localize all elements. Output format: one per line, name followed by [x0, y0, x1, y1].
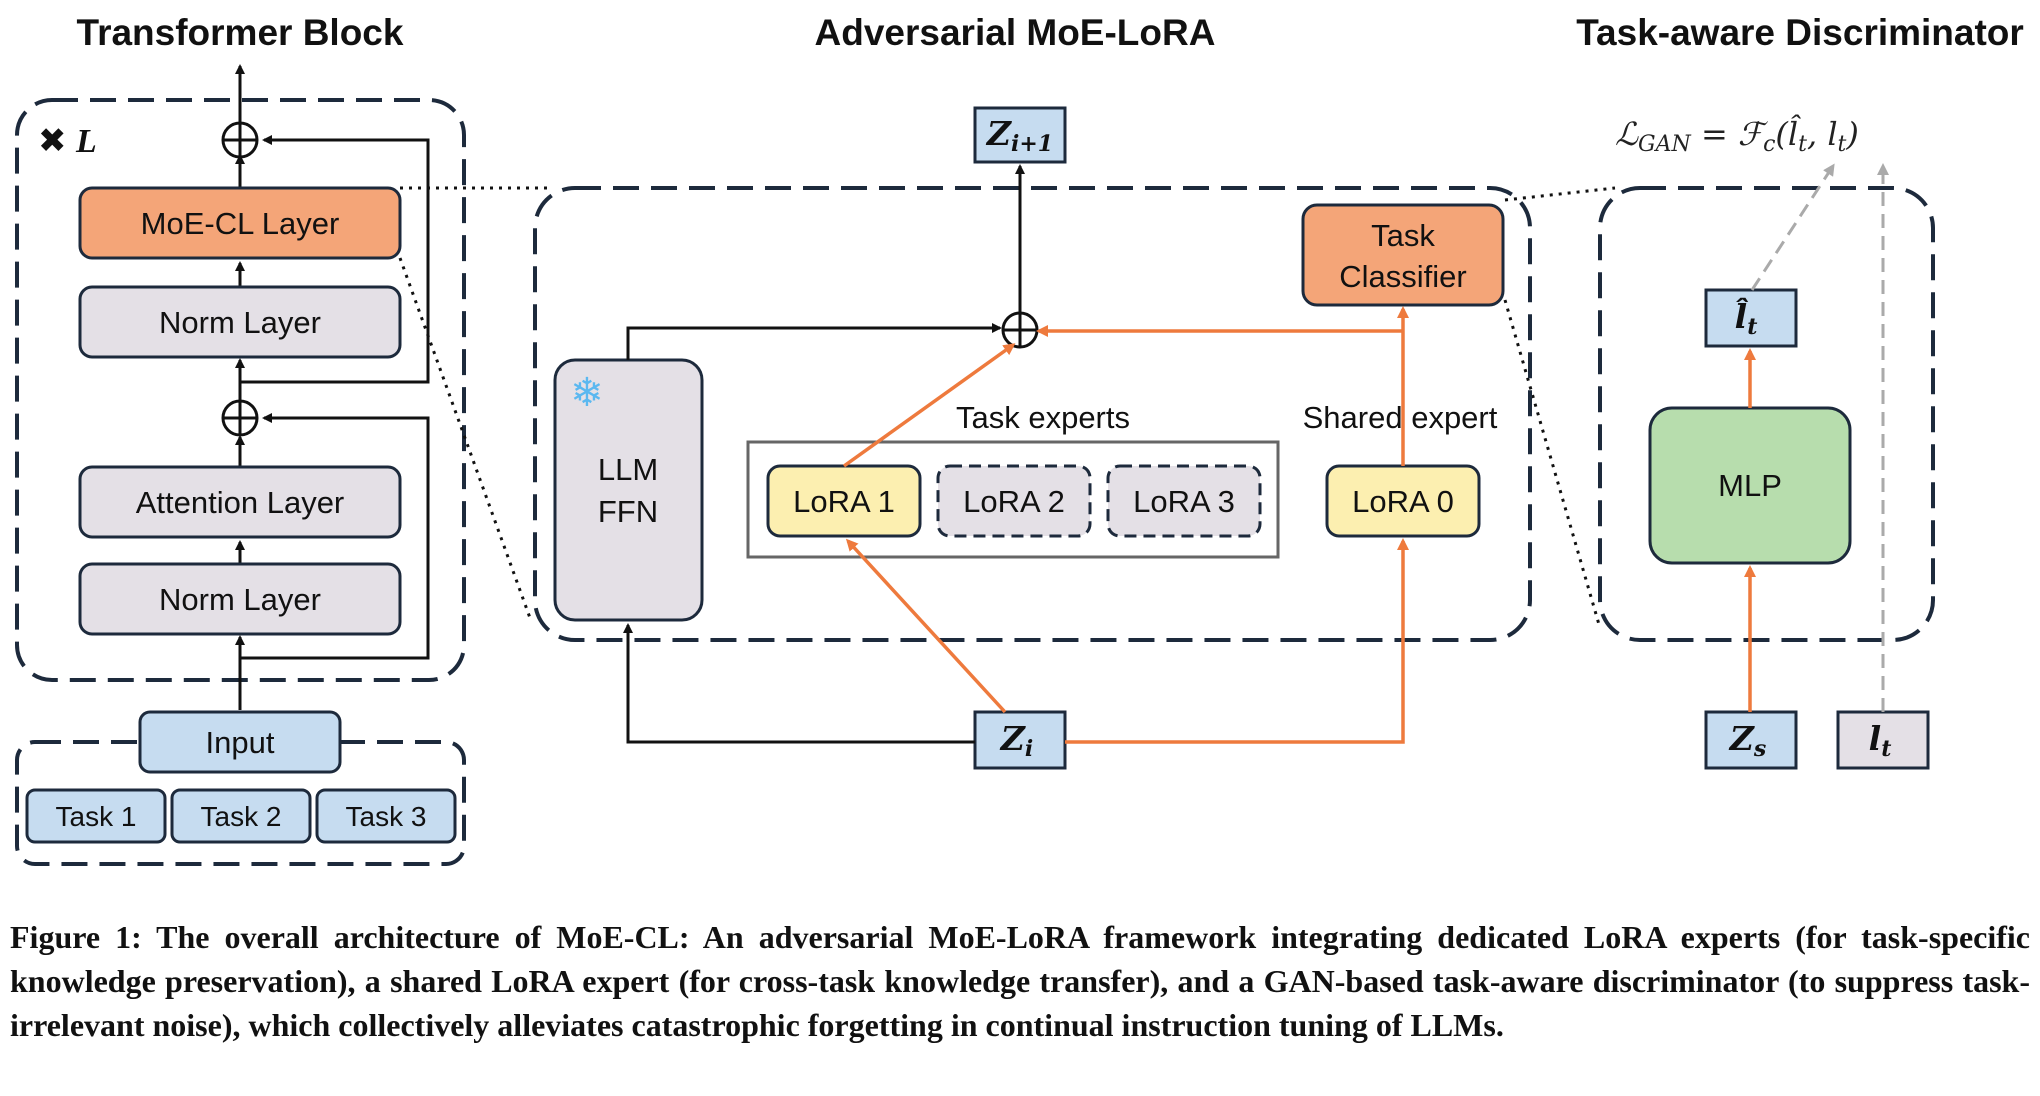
input-label: Input [206, 725, 275, 760]
shared-expert-label: Shared expert [1303, 400, 1498, 435]
task-classifier-box [1301, 203, 1505, 307]
zoom-connector-top-right [1504, 186, 1616, 202]
true-label-sub: t [1881, 736, 1891, 762]
llm-ffn-line2: FFN [598, 494, 658, 529]
residual-path-upper [240, 135, 430, 384]
residual-path-lower [240, 413, 430, 660]
pred-label-text: l̂t [1735, 296, 1758, 340]
task-1-box [25, 788, 167, 844]
llm-ffn-line1: LLM [598, 452, 658, 487]
lora-2-box [936, 464, 1092, 538]
add-node-upper [221, 121, 259, 159]
multiply-icon: ✖ [38, 121, 67, 161]
loss-lhs: ℒ [1615, 115, 1639, 153]
z-s-sub: s [1753, 736, 1766, 762]
true-label-box [1836, 710, 1930, 770]
z-i-plus-1-box [973, 106, 1067, 164]
title-transformer-block: Transformer Block [77, 12, 404, 53]
gan-loss-formula: ℒGAN = ℱc(l̂t, lt) [1615, 114, 1859, 157]
add-node-moe [1001, 311, 1039, 349]
z-i-to-ffn-arrow [623, 623, 975, 744]
true-label-var: l [1869, 719, 1882, 758]
task-experts-group [746, 440, 1280, 559]
pred-to-loss-arrow [1750, 163, 1835, 291]
lora-3-box [1106, 464, 1262, 538]
z-i-to-lora-0-arrow [1065, 538, 1409, 744]
norm-layer-bottom-label: Norm Layer [159, 582, 321, 617]
z-i-sub: i [1025, 736, 1033, 762]
z-i-to-lora-1-arrow [845, 538, 1007, 714]
add-node-lower [221, 399, 259, 437]
input-box [138, 710, 342, 774]
lora-0-label: LoRA 0 [1352, 484, 1454, 519]
norm-layer-top-label: Norm Layer [159, 305, 321, 340]
moe-cl-layer-box [78, 186, 402, 260]
z-s-label: Zs [1728, 719, 1766, 762]
z-i-plus-1-sub: i+1 [1011, 131, 1053, 157]
architecture-diagram: Transformer Block Adversarial MoE-LoRA T… [15, 12, 2024, 866]
task-classifier-line2: Classifier [1339, 259, 1466, 294]
task-experts-label: Task experts [956, 400, 1130, 435]
loss-arg2-sub: t [1838, 132, 1847, 157]
z-i-label: Zi [999, 719, 1033, 762]
snowflake-icon: ❄ [570, 370, 604, 416]
task-3-box [315, 788, 457, 844]
z-i-plus-1-var: Z [985, 114, 1013, 153]
moe-cl-layer-label: MoE-CL Layer [141, 206, 340, 241]
task-2-box [170, 788, 312, 844]
z-i-var: Z [999, 719, 1027, 758]
discriminator-frame [1598, 186, 1935, 642]
task-2-label: Task 2 [201, 801, 282, 832]
true-label-text: lt [1869, 719, 1892, 762]
attention-layer-box [78, 465, 402, 539]
loss-comma: , l [1807, 115, 1838, 153]
norm-layer-top-box [78, 285, 402, 359]
norm-layer-bottom-box [78, 562, 402, 636]
ffn-to-add-arrow [626, 323, 1002, 360]
task-1-label: Task 1 [56, 801, 137, 832]
pred-label-box [1704, 288, 1798, 348]
pred-sub: t [1747, 314, 1757, 340]
repeat-count-label: L [75, 123, 97, 160]
zoom-connector-bottom-right [1503, 299, 1602, 629]
lora-2-label: LoRA 2 [963, 484, 1065, 519]
loss-lhs-sub: GAN [1638, 132, 1691, 157]
loss-eq: = ℱ [1691, 115, 1769, 153]
loss-args-close: ) [1845, 115, 1858, 153]
loss-f-sub: c [1763, 132, 1775, 157]
mlp-label: MLP [1718, 468, 1782, 503]
attention-layer-label: Attention Layer [136, 485, 345, 520]
z-i-plus-1-label: Zi+1 [985, 114, 1053, 157]
loss-args-open: ( [1775, 115, 1789, 153]
loss-arg1: l̂ [1788, 114, 1801, 153]
title-task-aware-discriminator: Task-aware Discriminator [1576, 12, 2024, 53]
title-adversarial-moe-lora: Adversarial MoE-LoRA [815, 12, 1216, 53]
z-s-var: Z [1728, 719, 1756, 758]
lora-1-to-add-arrow [842, 343, 1016, 468]
figure-caption: Figure 1: The overall architecture of Mo… [10, 919, 2030, 1043]
z-i-box [973, 710, 1067, 770]
task-3-label: Task 3 [346, 801, 427, 832]
loss-arg1-sub: t [1798, 132, 1807, 157]
lora-3-label: LoRA 3 [1133, 484, 1235, 519]
lora-1-label: LoRA 1 [793, 484, 895, 519]
pred-var: l̂ [1735, 296, 1749, 336]
moe-lora-frame [533, 186, 1532, 642]
task-classifier-line1: Task [1371, 218, 1435, 253]
zoom-connector-bottom-left [398, 257, 532, 619]
